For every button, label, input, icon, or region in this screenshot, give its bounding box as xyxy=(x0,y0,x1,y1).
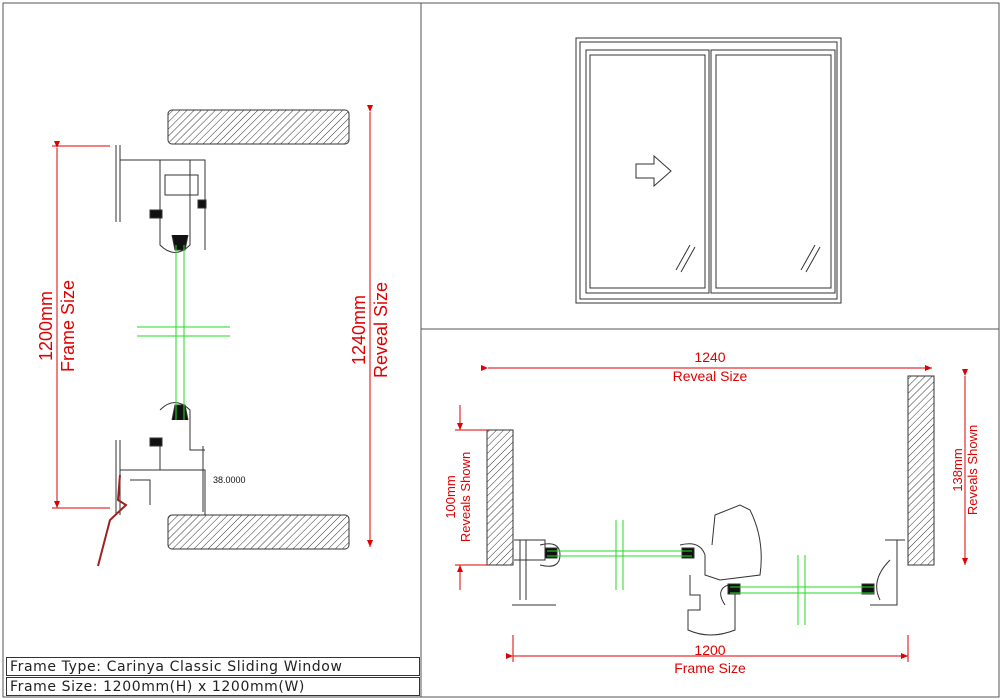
left-reveal-label: Reveals Shown xyxy=(458,452,473,542)
slide-direction-arrow-icon xyxy=(635,154,672,188)
window-elevation xyxy=(575,37,842,304)
winder-handle xyxy=(97,474,128,567)
frame-size-value: 1200mm xyxy=(36,291,56,361)
right-reveal-value: 138mm xyxy=(950,448,965,491)
right-jamb-profile xyxy=(870,539,905,606)
sill-wall xyxy=(167,514,350,550)
reveal-width-value: 1240 xyxy=(694,349,725,365)
horizontal-section xyxy=(486,375,935,636)
reveal-size-value: 1240mm xyxy=(349,295,369,365)
frame-size-label: Frame Size xyxy=(58,280,78,372)
frame-size-row: Frame Size: 1200mm(H) x 1200mm(W) xyxy=(6,677,420,696)
head-wall xyxy=(167,109,350,145)
right-reveal-label: Reveals Shown xyxy=(965,425,980,515)
right-wall xyxy=(907,375,935,566)
head-frame-profile xyxy=(115,145,206,253)
sill-dimension-text: 38.0000 xyxy=(213,475,246,485)
sill-frame-profile xyxy=(115,402,206,515)
frame-type-row: Frame Type: Carinya Classic Sliding Wind… xyxy=(6,657,420,676)
frame-width-value: 1200 xyxy=(694,642,725,658)
left-reveal-value: 100mm xyxy=(443,475,458,518)
vertical-section xyxy=(97,109,350,567)
left-wall xyxy=(486,429,514,566)
glass-pane xyxy=(137,245,230,420)
frame-width-label: Frame Size xyxy=(674,660,746,676)
glass-panes xyxy=(547,520,874,625)
interlock-sash-profile xyxy=(679,504,762,636)
reveal-size-label: Reveal Size xyxy=(371,282,391,378)
glass-indicator-icon xyxy=(675,244,821,273)
reveal-width-label: Reveal Size xyxy=(673,368,748,384)
